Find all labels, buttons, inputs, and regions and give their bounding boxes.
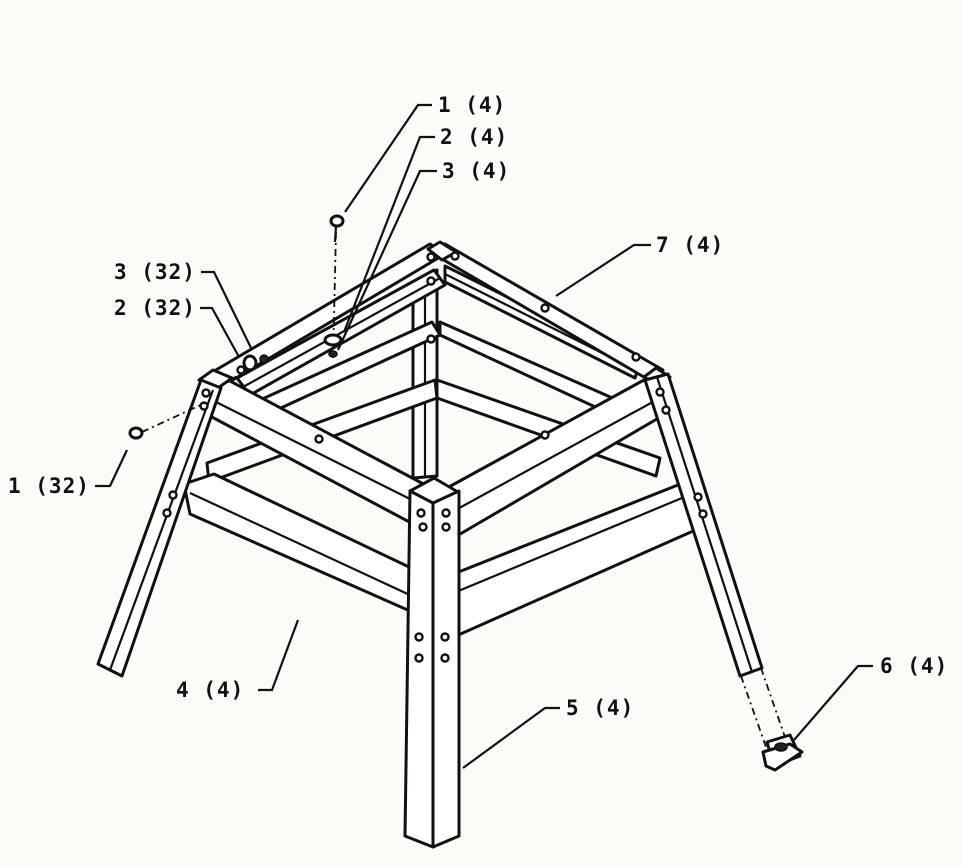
callout-bolt-side: 1 (32)	[8, 474, 90, 498]
top-rails	[202, 242, 665, 539]
callout-nut-side: 3 (32)	[114, 260, 196, 284]
callout-top-rail: 7 (4)	[656, 233, 725, 257]
callout-nut-top: 3 (4)	[442, 159, 511, 183]
callout-leg: 5 (4)	[566, 696, 635, 720]
right-leg	[643, 372, 804, 772]
left-leg	[96, 378, 223, 678]
bolt-holes	[162, 251, 708, 663]
callout-bolt-top: 1 (4)	[438, 93, 507, 117]
callout-washer-top: 2 (4)	[440, 125, 509, 149]
top-hardware	[323, 214, 345, 363]
callout-foot: 6 (4)	[880, 654, 949, 678]
callout-washer-side: 2 (32)	[114, 296, 196, 320]
leader-lines	[95, 103, 873, 769]
upper-back-rails	[235, 264, 642, 397]
front-leg	[403, 489, 461, 849]
callout-cross-rail: 4 (4)	[176, 678, 245, 702]
side-hardware	[128, 354, 271, 440]
